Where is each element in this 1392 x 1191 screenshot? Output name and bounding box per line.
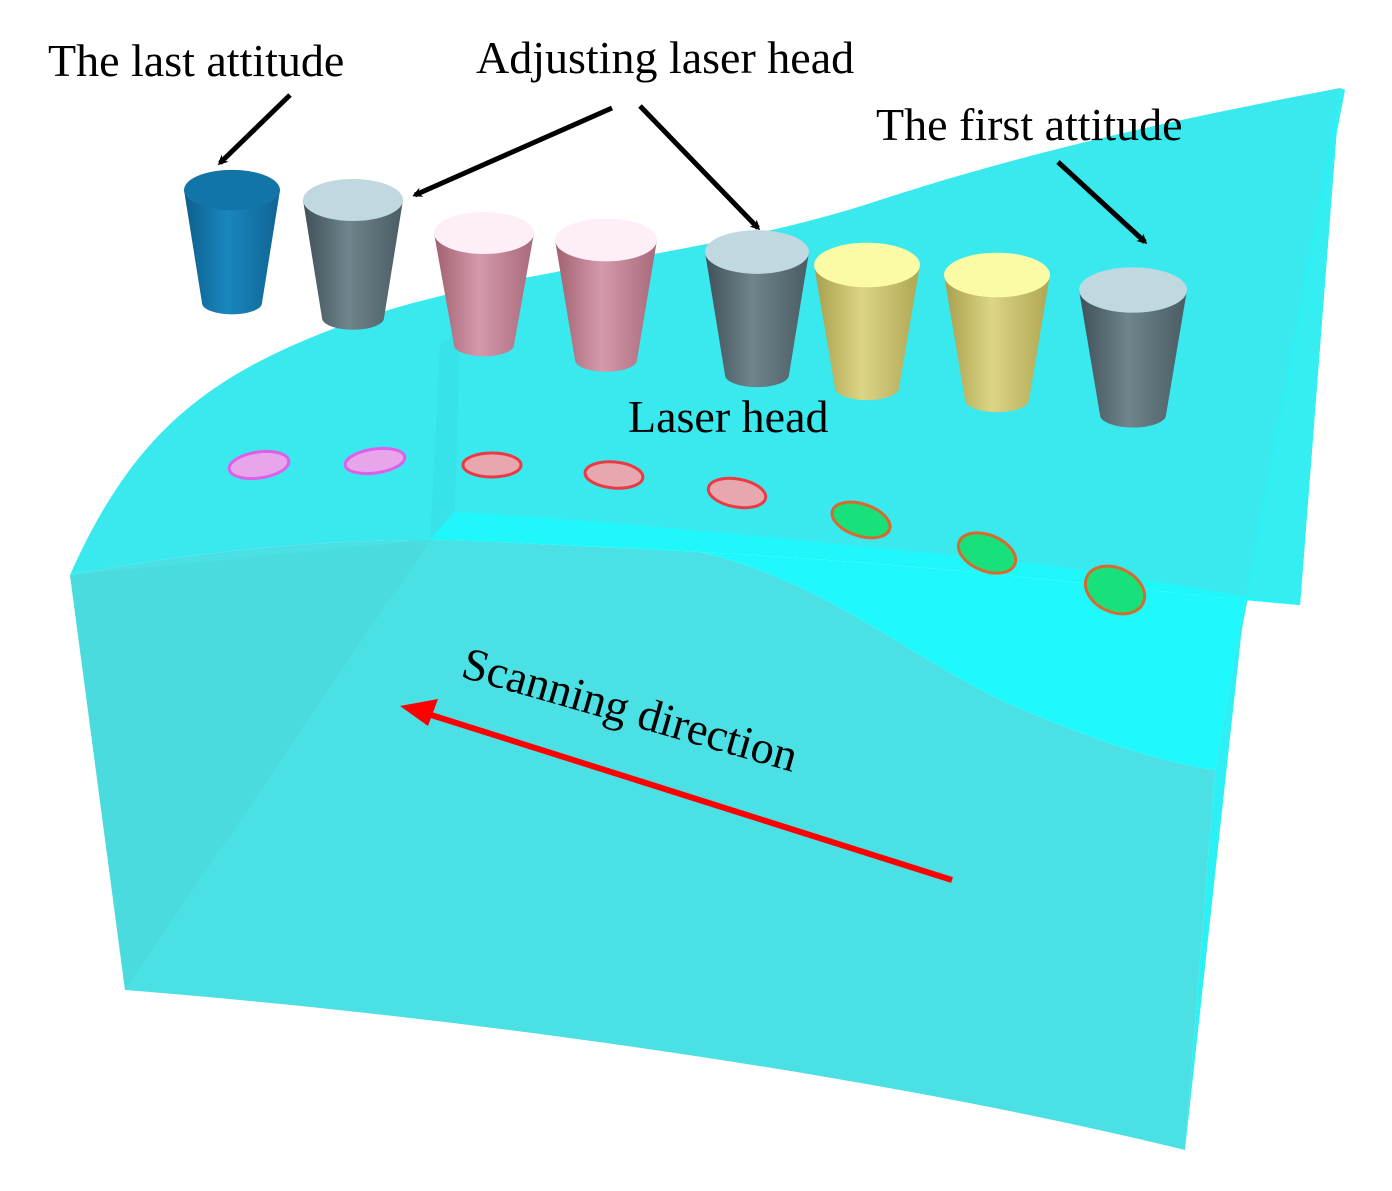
laser-spot-3 [461, 451, 523, 479]
laser-head-body [303, 200, 403, 330]
laser-spot-1 [227, 449, 291, 481]
laser-head-4-pink [555, 218, 657, 372]
laser-head-top [434, 212, 534, 254]
arrow-adjusting-left [412, 105, 614, 198]
laser-head-top [705, 230, 809, 274]
laser-spot-8 [1083, 564, 1147, 616]
laser-head-7-yellow [944, 252, 1050, 413]
laser-head-body [184, 190, 280, 315]
label-first-attitude: The first attitude [876, 99, 1183, 150]
label-laser-head: Laser head [628, 391, 829, 442]
laser-head-body [705, 252, 809, 388]
laser-head-top [1079, 267, 1187, 313]
laser-head-top [555, 218, 657, 262]
laser-head-body [555, 240, 657, 372]
laser-head-body [434, 233, 534, 357]
laser-head-top [184, 169, 280, 211]
laser-head-top [944, 252, 1050, 298]
callout-arrows [217, 93, 1148, 245]
laser-head-3-pink [434, 212, 534, 357]
laser-spot-4 [583, 460, 645, 490]
scanning-direction-arrow [400, 699, 953, 883]
laser-head-6-yellow [814, 242, 920, 401]
laser-spots [227, 446, 1147, 616]
laser-spot-2 [343, 446, 407, 476]
laser-spot-6 [830, 500, 892, 540]
workpiece-surface [70, 88, 1345, 1150]
label-last-attitude: The last attitude [48, 35, 345, 86]
laser-heads [184, 169, 1187, 428]
arrow-adjusting-right [638, 104, 761, 231]
front-wall [70, 540, 1215, 1150]
arrow-first-attitude [1056, 160, 1148, 245]
laser-head-8-adjusting [1079, 267, 1187, 428]
laser-spot-7 [956, 531, 1018, 575]
laser-head-top [814, 242, 920, 288]
laser-head-body [1079, 290, 1187, 428]
laser-head-1-last [184, 169, 280, 315]
laser-head-top [303, 179, 403, 221]
laser-head-body [814, 265, 920, 401]
top-surface [70, 88, 1340, 605]
arrow-last-attitude [217, 93, 292, 166]
laser-spot-5 [706, 476, 768, 510]
label-adjusting-laser-head: Adjusting laser head [476, 32, 855, 83]
laser-head-5-adjusting [705, 230, 809, 388]
laser-head-2-adjusting [303, 179, 403, 330]
laser-head-body [944, 275, 1050, 413]
